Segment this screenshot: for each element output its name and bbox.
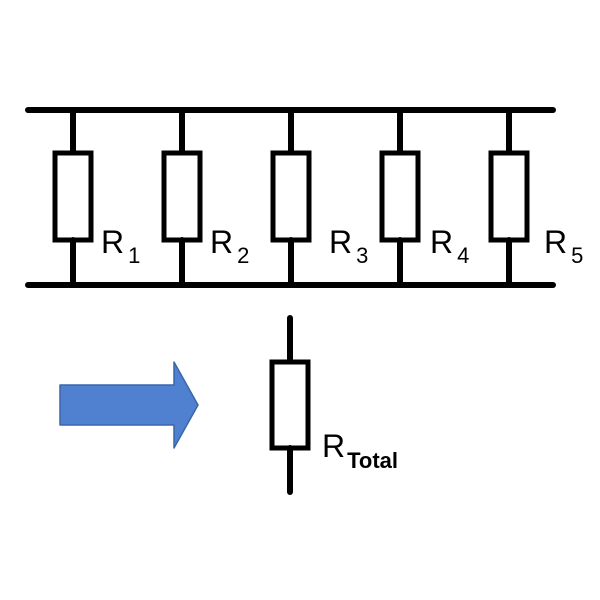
resistor-r1-letter: R xyxy=(101,224,124,260)
resistor-r5-body xyxy=(488,150,530,243)
resistor-r4-body xyxy=(379,150,421,243)
resistor-r4-letter: R xyxy=(430,224,453,260)
resistor-r3-subscript: 3 xyxy=(356,243,368,268)
resistor-r5-letter: R xyxy=(544,224,567,260)
resistor-r3-letter: R xyxy=(329,224,352,260)
resistor-total-letter: R xyxy=(322,428,345,464)
resistor-total-label: RTotal xyxy=(322,428,398,473)
resistor-r2-subscript: 2 xyxy=(237,243,249,268)
resistor-r1-body xyxy=(52,150,94,243)
resistor-r2-letter: R xyxy=(210,224,233,260)
resistor-total-subscript: Total xyxy=(347,448,398,473)
resistor-r4-subscript: 4 xyxy=(457,243,469,268)
resistor-r2-body xyxy=(161,150,203,243)
equivalence-arrow-icon xyxy=(59,361,199,449)
resistor-r5-subscript: 5 xyxy=(571,243,583,268)
resistor-r3-body xyxy=(270,150,312,243)
resistor-total-body xyxy=(269,359,311,451)
resistor-r1-subscript: 1 xyxy=(128,243,140,268)
resistor-total: RTotal xyxy=(269,315,398,495)
